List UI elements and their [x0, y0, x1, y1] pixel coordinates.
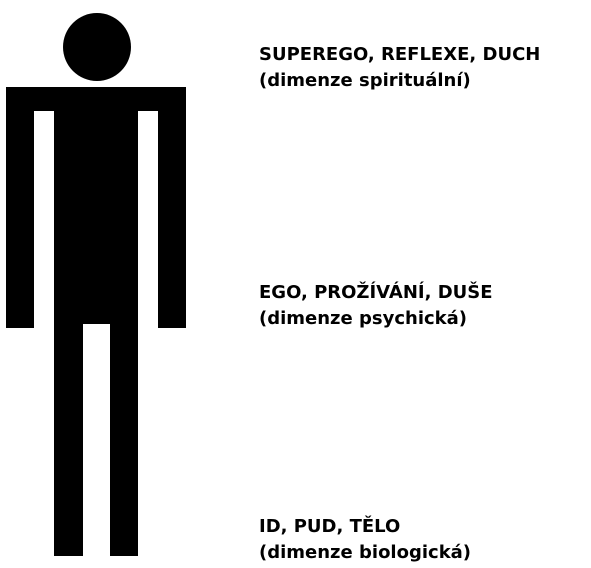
- figure-right-arm: [158, 87, 186, 328]
- spiritual-dimension-label: SUPEREGO, REFLEXE, DUCH (dimenze spiritu…: [259, 42, 540, 94]
- psychic-dimension-subtitle: (dimenze psychická): [259, 308, 468, 329]
- biological-dimension-title: ID, PUD, TĚLO: [259, 516, 401, 537]
- figure-torso: [54, 87, 138, 324]
- human-figure: [6, 13, 186, 556]
- biological-dimension-label: ID, PUD, TĚLO (dimenze biologická): [259, 514, 471, 566]
- psychic-dimension-label: EGO, PROŽÍVÁNÍ, DUŠE (dimenze psychická): [259, 280, 493, 332]
- figure-right-leg: [110, 322, 138, 556]
- spiritual-dimension-subtitle: (dimenze spirituální): [259, 70, 471, 91]
- figure-left-leg: [54, 322, 83, 556]
- figure-left-arm: [6, 87, 34, 328]
- spiritual-dimension-title: SUPEREGO, REFLEXE, DUCH: [259, 44, 541, 65]
- biological-dimension-subtitle: (dimenze biologická): [259, 542, 472, 563]
- psychic-dimension-title: EGO, PROŽÍVÁNÍ, DUŠE: [259, 282, 493, 303]
- figure-head: [63, 13, 131, 81]
